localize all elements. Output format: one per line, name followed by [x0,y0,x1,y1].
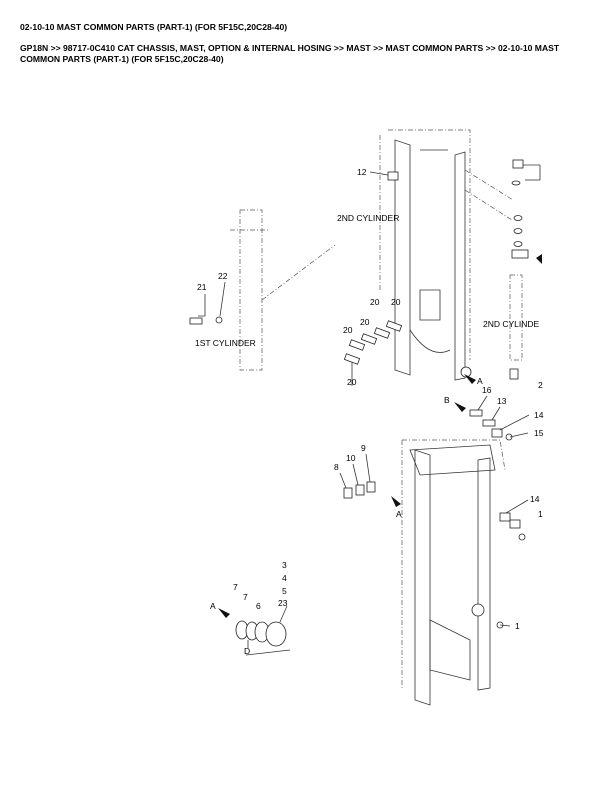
caption-1st-cylinder: 1ST CYLINDER [195,338,256,348]
callout-B: B [444,395,450,405]
callout-labels: 2ND CYLINDER 2ND CYLINDE 1ST CYLINDER 12… [195,167,544,656]
caption-2nd-cylinder: 2ND CYLINDER [337,213,399,223]
caption-2nd-cylinder-right: 2ND CYLINDE [483,319,540,329]
breadcrumb: GP18N >> 98717-0C410 CAT CHASSIS, MAST, … [20,43,560,64]
callout-D: D [244,646,250,656]
callout-4: 4 [282,573,287,583]
callout-7: 7 [243,592,248,602]
callout-14: 14 [534,410,544,420]
callout-A: A [396,509,402,519]
first-cylinder [189,209,336,371]
callout-2: 2 [538,380,543,390]
callout-13: 13 [497,396,507,406]
shims [235,171,526,647]
callout-3: 3 [282,560,287,570]
callout-21: 21 [197,282,207,292]
leader-lines [198,164,541,656]
page-title: 02-10-10 MAST COMMON PARTS (PART-1) (FOR… [20,22,288,32]
lower-mast [401,439,506,706]
callout-15: 15 [534,428,544,438]
callout-9: 9 [361,443,366,453]
callout-1: 1 [538,509,543,519]
direction-arrows [218,254,542,618]
callout-20: 20 [391,297,401,307]
callout-23: 23 [278,598,288,608]
callout-20: 20 [343,325,353,335]
callout-A: A [210,601,216,611]
callout-6: 6 [256,601,261,611]
upper-mast [379,129,472,381]
callout-7: 7 [233,582,238,592]
callout-14: 14 [530,494,540,504]
callout-A: A [477,376,483,386]
callout-20: 20 [370,297,380,307]
callout-5: 5 [282,586,287,596]
callout-8: 8 [334,462,339,472]
second-cylinder [464,159,529,380]
callout-12: 12 [357,167,367,177]
callout-1: 1 [515,621,520,631]
callout-10: 10 [346,453,356,463]
callout-22: 22 [218,271,228,281]
callout-20: 20 [347,377,357,387]
callout-16: 16 [482,385,492,395]
callout-20: 20 [360,317,370,327]
